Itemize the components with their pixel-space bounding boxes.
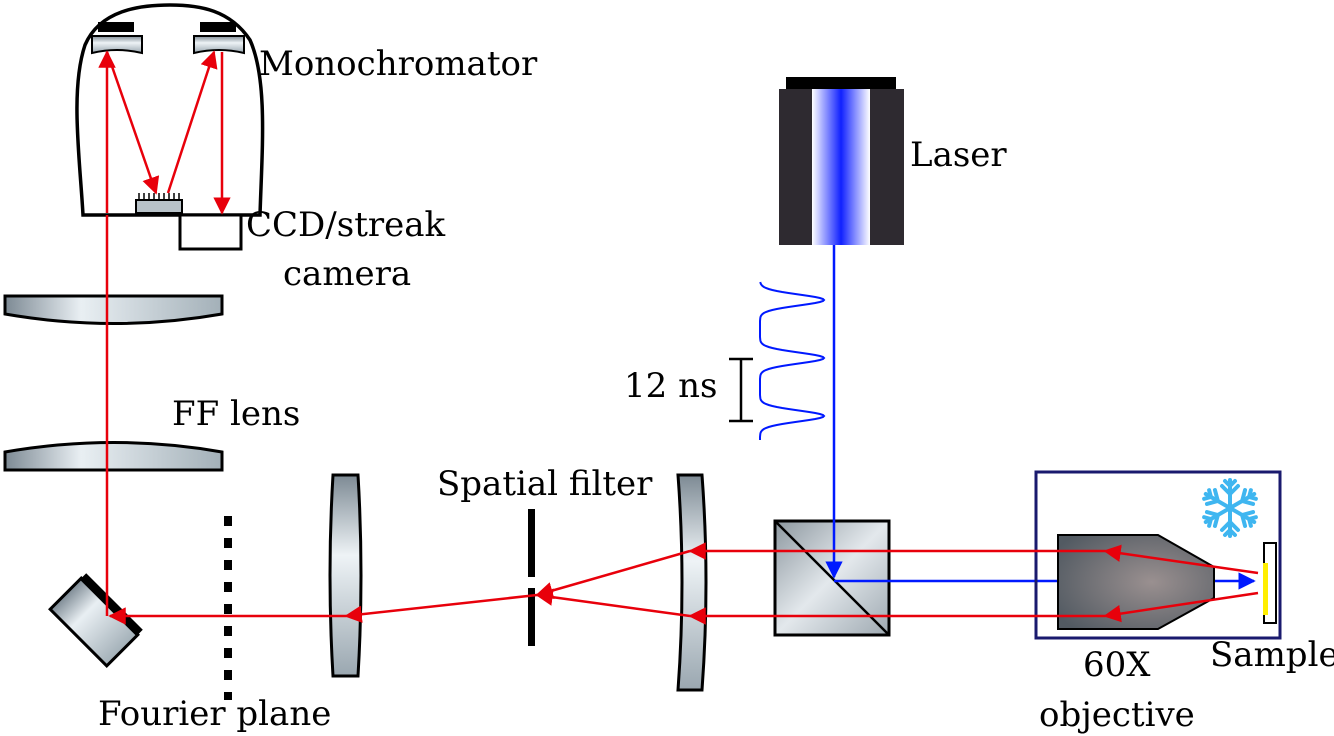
sample-label: Sample [1210,635,1334,675]
laser-label: Laser [910,135,1007,175]
ccd-label-line2: camera [283,254,411,294]
ff-lens [3,441,224,472]
spatial-filter [528,509,535,646]
ff-lens-label: FF lens [172,394,300,434]
monochromator [75,3,265,251]
pulse-train [759,281,826,440]
sample [1263,542,1277,624]
period-marker [729,357,753,423]
monochromator-mirror-left [91,22,143,55]
fold-mirror [48,573,143,668]
pulse-period-label: 12 ns [624,366,717,406]
beam-splitter-cube [773,519,891,637]
snowflake-icon [1199,478,1261,538]
cryostat-box [1034,470,1282,640]
diffraction-grating [135,193,183,214]
relay-lens-right [676,473,708,692]
relay-lens-left [328,473,363,678]
tube-lens [3,294,224,325]
laser [779,77,904,245]
monochromator-mirror-right [193,22,245,55]
monochromator-rays [98,50,231,215]
emission-beam [105,215,1259,625]
ccd-streak-camera [178,213,243,251]
monochromator-housing [75,3,265,217]
fourier-plane-label: Fourier plane [98,694,331,734]
objective-label-line1: 60X [1083,645,1151,685]
fourier-plane-line [224,516,232,700]
ccd-label-line1: CCD/streak [246,205,446,245]
excitation-beam [825,245,1256,590]
objective-label-line2: objective [1039,695,1195,735]
monochromator-label: Monochromator [259,44,538,84]
spatial-filter-label: Spatial filter [437,464,653,504]
